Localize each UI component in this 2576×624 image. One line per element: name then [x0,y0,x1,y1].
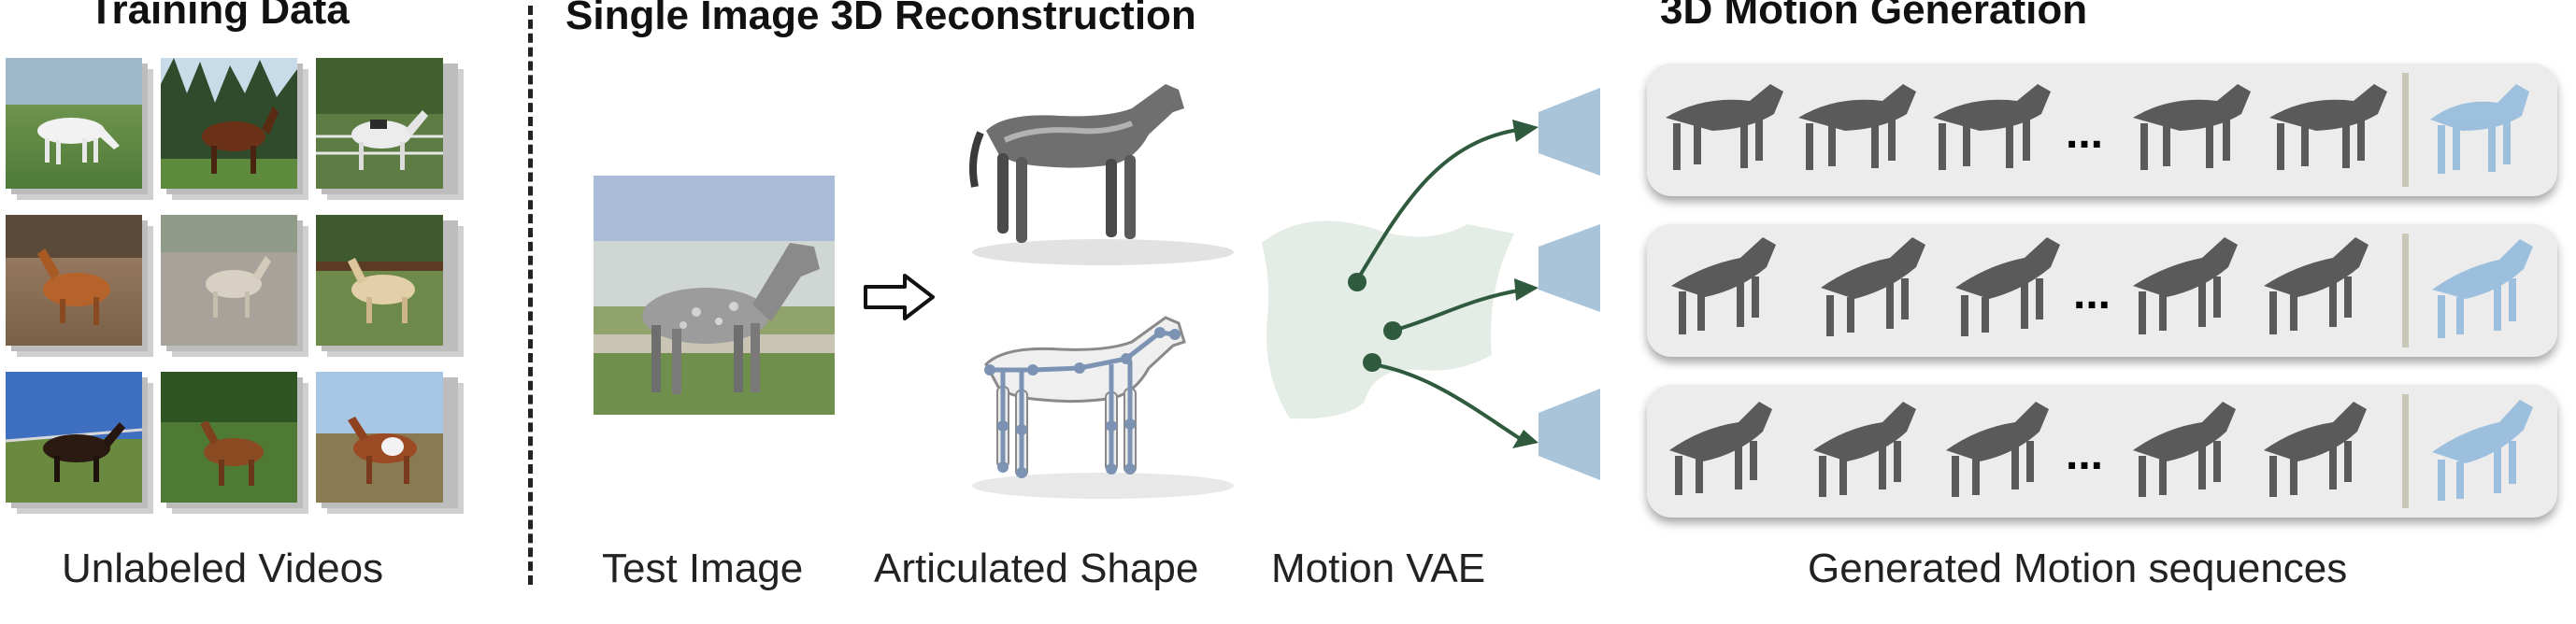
motion-generation-heading: 3D Motion Generation [1660,0,2088,33]
motion-row-3: ... [1647,385,2557,518]
video-thumb-6 [316,215,464,357]
skeleton-mesh [972,316,1234,499]
video-thumb-7 [5,372,153,514]
caption-test-image: Test Image [602,546,804,591]
latent-point [1383,321,1402,340]
latent-to-decoder-arrow-2 [1392,288,1524,333]
video-thumb-9 [316,372,464,514]
test-image [594,176,835,415]
horse-photo [594,176,835,415]
motion-sequence-1: ... [1666,73,2529,187]
decoder-trapezoid [1538,389,1600,480]
caption-motion-vae: Motion VAE [1271,546,1486,591]
training-thumbnails [5,58,464,514]
sequence-ellipsis: ... [2073,269,2111,319]
training-data-heading: Training Data [89,0,350,33]
arrow-right-icon [862,273,937,321]
section-divider [528,6,533,585]
motion-sequence-2: ... [1671,234,2533,347]
latent-to-decoder-arrow-1 [1355,127,1524,282]
video-thumb-4 [6,215,153,357]
training-video-grid [0,56,464,523]
ghost-horse [2430,84,2529,174]
motion-row-1: ... [1647,64,2557,196]
decoder-trapezoid [1538,88,1600,176]
motion-sequence-3: ... [1669,394,2533,508]
video-thumb-5 [161,215,308,357]
decoders [1538,88,1600,480]
latent-to-decoder-arrow-3 [1371,362,1525,443]
articulated-skeleton [949,308,1234,504]
ghost-horse [2432,239,2533,338]
sequence-ellipsis: ... [2066,430,2103,479]
caption-unlabeled-videos: Unlabeled Videos [62,546,384,591]
latent-point [1363,353,1381,372]
articulated-shape-mesh [949,75,1234,271]
ghost-horse [2432,400,2533,501]
sequence-ellipsis: ... [2066,108,2103,158]
video-thumb-1 [6,58,153,200]
decoder-trapezoid [1538,224,1600,312]
horse-mesh [969,84,1234,265]
motion-vae [1234,93,1570,504]
latent-point [1348,273,1367,291]
video-thumb-3 [316,58,464,200]
reconstruction-heading: Single Image 3D Reconstruction [565,0,1196,38]
caption-articulated-shape: Articulated Shape [874,546,1199,591]
video-thumb-8 [161,372,308,514]
caption-generated-motion: Generated Motion sequences [1808,546,2348,591]
video-thumb-2 [161,58,308,200]
latent-space [1262,120,1538,448]
motion-row-2: ... [1647,224,2557,357]
